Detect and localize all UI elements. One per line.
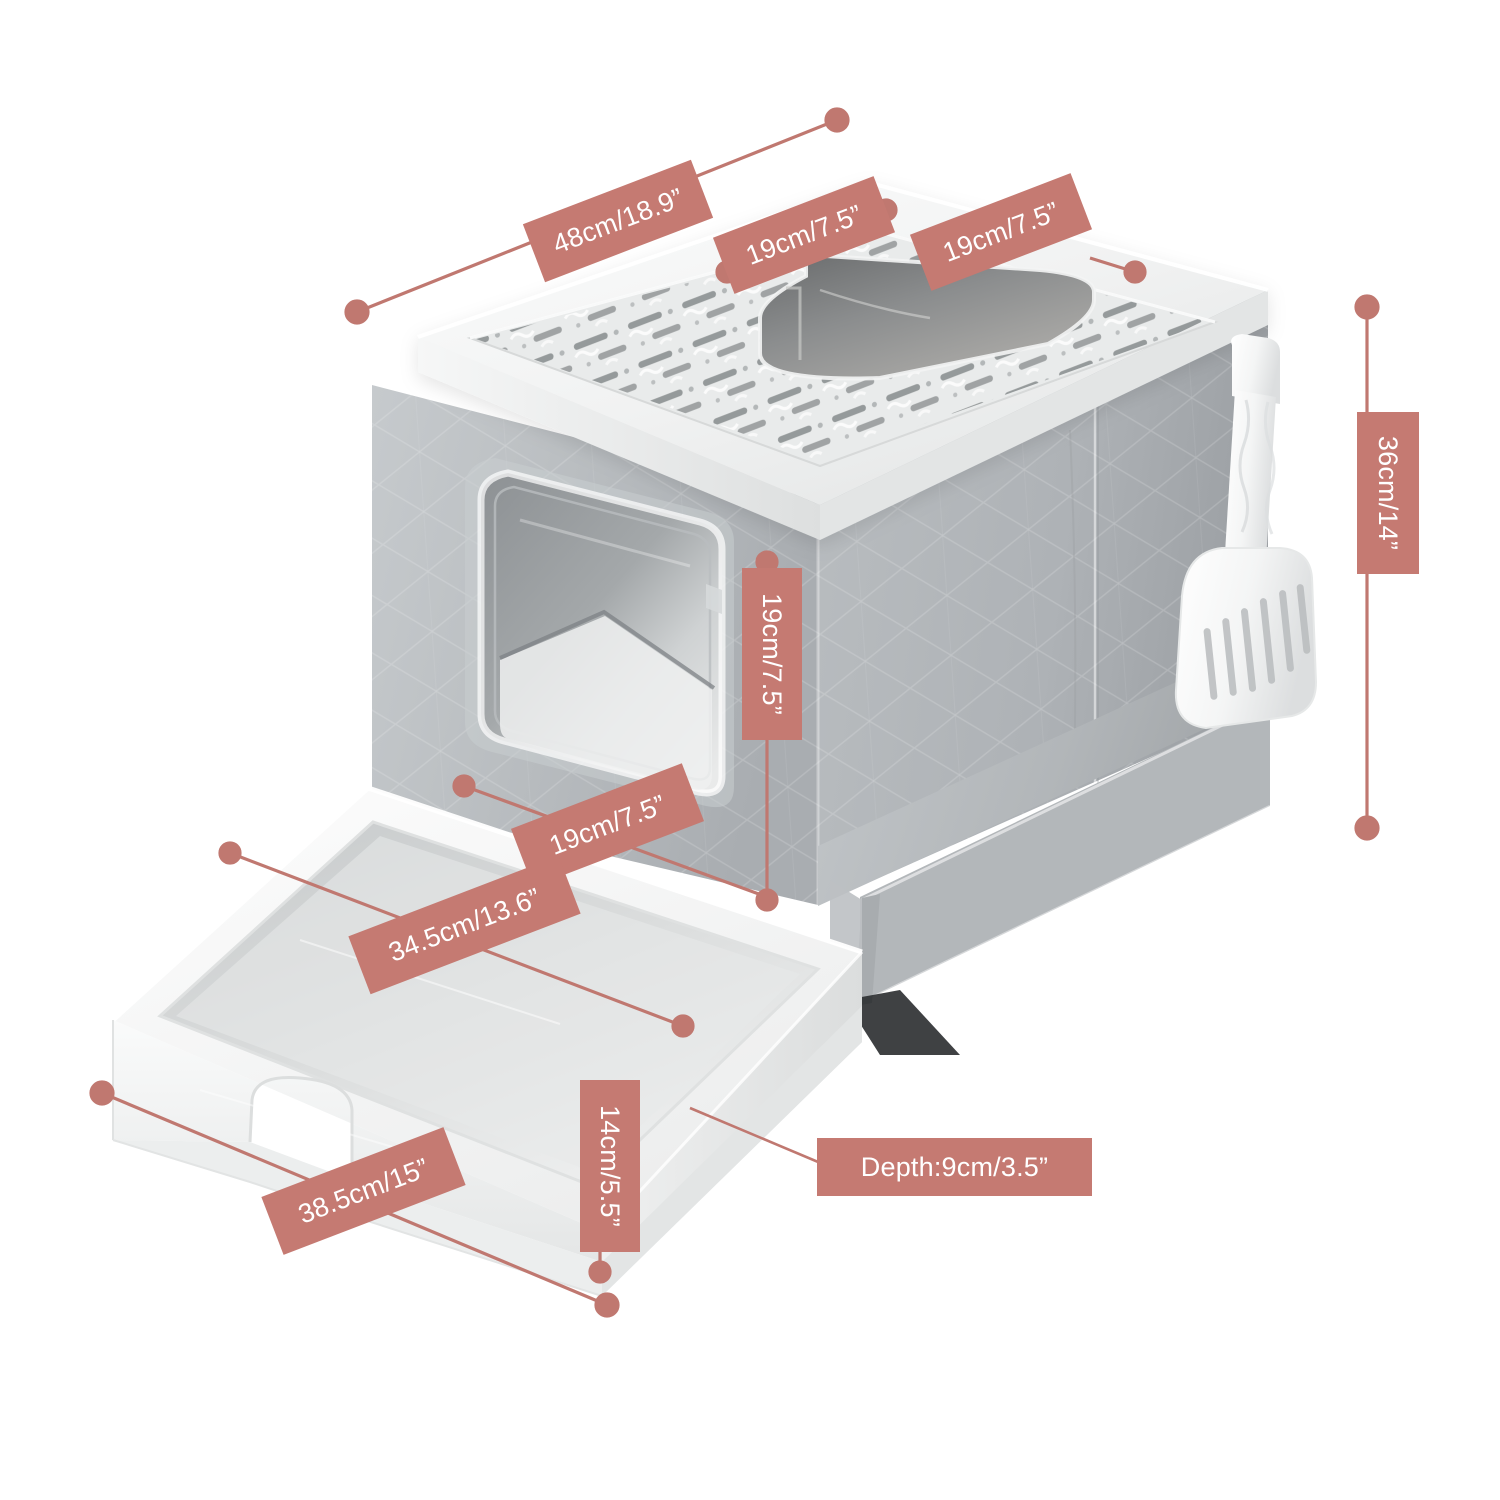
dim-label-tray-inner-depth-9[interactable]: Depth:9cm/3.5” (817, 1138, 1092, 1196)
dim-label-door-height-19[interactable]: 19cm/7.5” (742, 568, 802, 740)
dim-label-height-36[interactable]: 36cm/14” (1357, 412, 1419, 574)
front-door-window[interactable] (465, 458, 734, 808)
top-entry-hole (758, 253, 1096, 381)
leader-hole-width (1089, 256, 1147, 284)
pull-out-drawer-tray[interactable] (111, 785, 864, 1297)
litter-scoop[interactable] (1174, 334, 1318, 730)
leader-depth-9 (689, 1106, 831, 1169)
dim-label-tray-height-14[interactable]: 14cm/5.5” (580, 1080, 640, 1252)
